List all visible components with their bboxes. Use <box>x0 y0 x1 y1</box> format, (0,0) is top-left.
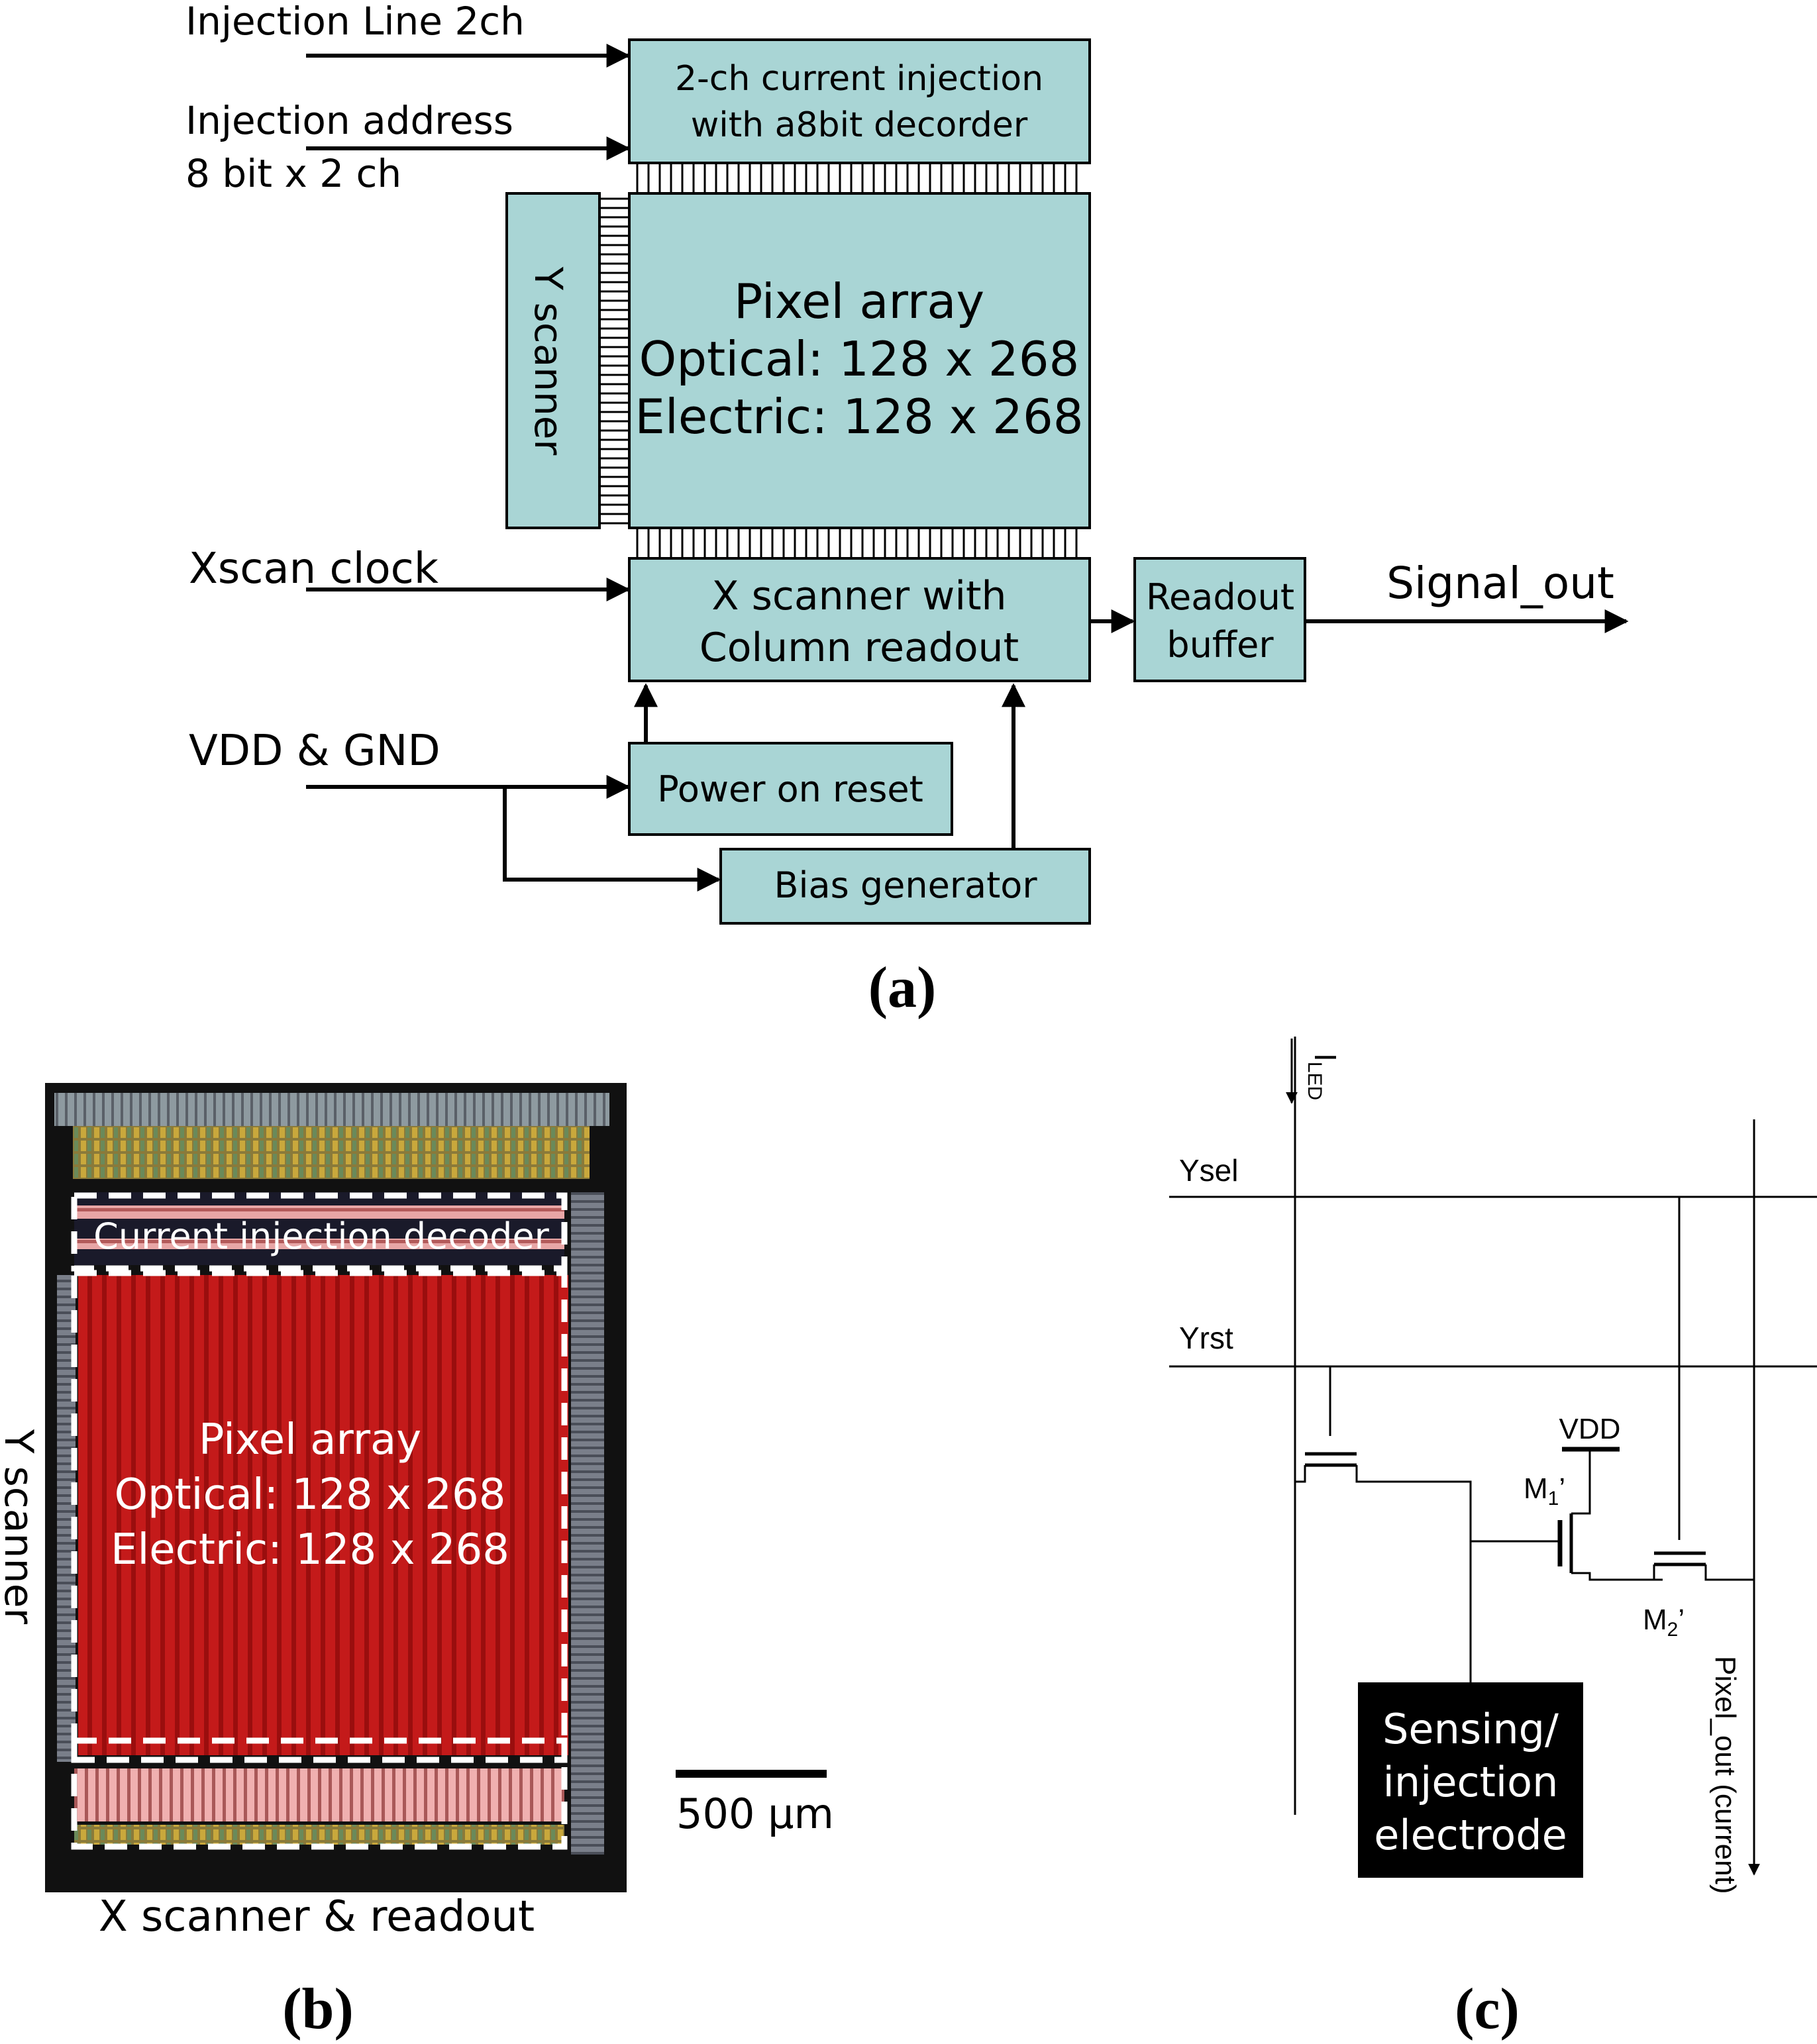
chip-top-pads <box>54 1093 609 1126</box>
decoder-overlay-label: Current injection decoder <box>93 1215 549 1257</box>
injection-address-label: Injection address <box>185 98 513 143</box>
reset-drain-node <box>1355 1465 1472 1682</box>
electrode-line2: injection <box>1383 1758 1559 1806</box>
electrode-line1: Sensing/ <box>1382 1705 1559 1753</box>
chip-pixel-optical: Optical: 128 x 268 <box>115 1470 506 1519</box>
m1-source <box>1571 1572 1663 1581</box>
injection-line-label: Injection Line 2ch <box>185 0 525 44</box>
x-readout-region <box>74 1825 564 1845</box>
bias-generator-block <box>719 848 1091 925</box>
chip-y-scanner-label: Y scanner <box>0 1429 42 1625</box>
highlight-dashed-boxes <box>71 1192 568 1850</box>
current-injection-block <box>628 38 1091 164</box>
pixel-xscan-connector <box>636 527 1083 558</box>
electrode-line3: electrode <box>1374 1811 1567 1859</box>
xscan-clock-label: Xscan clock <box>189 544 439 593</box>
m1-drain <box>1571 1449 1591 1515</box>
bias-generator-arrow <box>503 787 721 892</box>
panel-a-block-diagram: Injection Line 2ch Injection address 8 b… <box>185 0 1629 1020</box>
vdd-gnd-label: VDD & GND <box>189 727 441 776</box>
caption-a: (a) <box>868 956 937 1020</box>
caption-c: (c) <box>1455 1977 1520 2041</box>
readout-buffer-line2: buffer <box>1167 624 1274 666</box>
panel-c-pixel-circuit: ILED Ysel Yrst VDD M1’ M2’ Sensing/ inje… <box>1169 1037 1817 2041</box>
m2-drain <box>1704 1564 1754 1581</box>
pixel-array-region <box>78 1275 568 1755</box>
chip-pixel-title: Pixel array <box>199 1415 421 1464</box>
injection-address-bits-label: 8 bit x 2 ch <box>185 151 401 196</box>
m2-label: M2’ <box>1643 1604 1685 1641</box>
ysel-label: Ysel <box>1179 1153 1238 1188</box>
power-on-reset-label: Power on reset <box>657 768 923 810</box>
sensing-electrode-block <box>1358 1682 1583 1878</box>
pixel-dashed-box <box>71 1270 568 1763</box>
readout-buffer-block <box>1133 557 1306 682</box>
pixel-array-block <box>628 192 1091 529</box>
chip-right-column <box>571 1192 604 1855</box>
pixel-array-electric: Electric: 128 x 268 <box>635 389 1083 444</box>
chip-x-scanner-label: X scanner & readout <box>99 1892 535 1941</box>
chip-pixel-electric: Electric: 128 x 268 <box>111 1525 509 1574</box>
decoder-stripe-bottom <box>74 1239 564 1249</box>
caption-b: (b) <box>282 1977 354 2041</box>
injection-block-line2: with a8bit decorder <box>691 105 1028 145</box>
readout-buffer-line1: Readout <box>1146 576 1294 618</box>
decoder-stripe-top <box>74 1205 564 1219</box>
x-scanner-block <box>628 557 1091 682</box>
m1-label: M1’ <box>1524 1472 1565 1509</box>
pixel-out-label: Pixel_out (current) <box>1709 1656 1741 1894</box>
power-on-reset-block <box>628 742 953 836</box>
pixel-array-title: Pixel array <box>734 274 984 329</box>
scale-bar-label: 500 µm <box>676 1790 834 1838</box>
yrst-label: Yrst <box>1179 1321 1233 1355</box>
bias-generator-label: Bias generator <box>774 864 1037 906</box>
decoder-region <box>74 1192 564 1265</box>
y-scanner-block <box>505 192 601 529</box>
x-scanner-line1: X scanner with <box>711 573 1006 619</box>
input-arrows <box>306 44 1629 892</box>
i-led-label: ILED <box>1304 1053 1343 1100</box>
signal-out-label: Signal_out <box>1386 558 1614 609</box>
x-scanner-region <box>74 1768 564 1821</box>
x-scanner-line2: Column readout <box>700 625 1019 671</box>
y-scanner-label: Y scanner <box>526 266 571 456</box>
decoder-dashed-box <box>71 1192 568 1272</box>
injection-pixel-connector <box>636 162 1083 193</box>
pixel-array-optical: Optical: 128 x 268 <box>639 331 1080 387</box>
vdd-label: VDD <box>1559 1413 1621 1445</box>
yscan-pixel-connector <box>598 197 629 525</box>
circuit-wires <box>1169 1037 1817 1876</box>
xscan-dashed-box <box>71 1737 568 1850</box>
panel-b-chip-layout: Current injection decoder Pixel array Op… <box>0 1083 834 2041</box>
chip-top-circuitry <box>73 1126 590 1179</box>
reset-source <box>1295 1465 1306 1483</box>
injection-block-line1: 2-ch current injection <box>675 59 1043 99</box>
